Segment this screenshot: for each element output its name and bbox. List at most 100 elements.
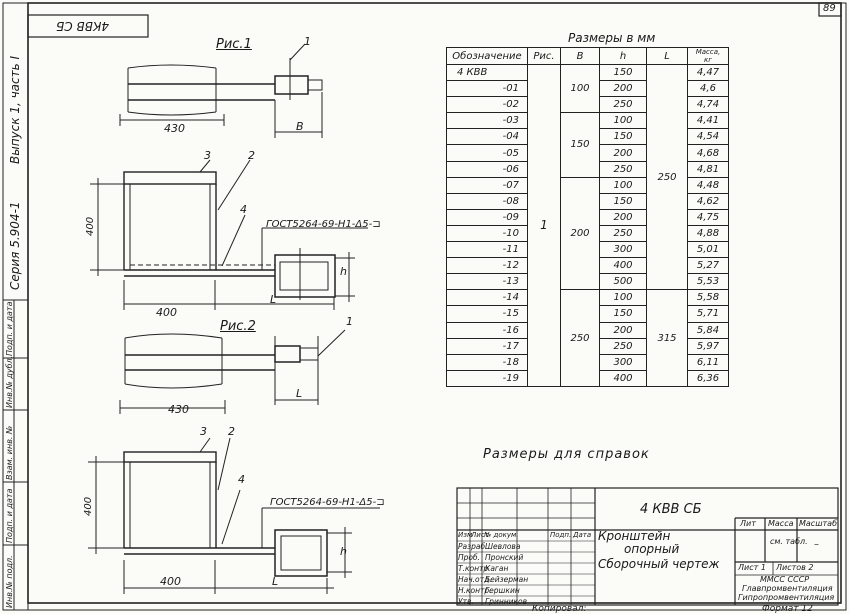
dim-430-fig2: 430	[168, 403, 189, 416]
cell-mass: 5,27	[687, 257, 729, 275]
cell-mass: 4,6	[687, 80, 729, 98]
side-field-2: Инв.№ дубл.	[5, 355, 14, 408]
cell-h: 400	[599, 257, 647, 275]
cell-code: -09	[446, 208, 528, 226]
cell-mass: 6,36	[687, 369, 729, 387]
tb-format: Формат 12	[762, 604, 813, 614]
cell-code: 4 КВВ	[446, 63, 528, 82]
cell-mass: 6,11	[687, 353, 729, 371]
fig1-drawing	[90, 43, 368, 310]
cell-h: 250	[599, 224, 647, 243]
header-mass: Масса, кг	[687, 47, 729, 65]
header-h: h	[599, 47, 647, 65]
cell-mass: 4,81	[687, 160, 729, 178]
cell-h: 250	[599, 160, 647, 178]
tb-org-2: Главпромвентиляция	[742, 584, 833, 593]
cell-h: 250	[599, 337, 647, 355]
cell-code: -19	[446, 369, 528, 387]
cell-h: 200	[599, 80, 647, 98]
callout-3-fig2: 3	[200, 425, 207, 438]
tb-name-2: опорный	[624, 542, 680, 556]
cell-code: -10	[446, 224, 528, 243]
gost-note-fig2: ГОСТ5264-69-Н1-Δ5-⊐	[270, 497, 385, 508]
header-designation: Обозначение	[446, 47, 528, 65]
sheet-number: 89	[823, 3, 836, 14]
cell-b: 200	[560, 176, 600, 291]
tb-sheets: Листов 2	[776, 563, 814, 572]
tb-col-izm: Изм	[458, 531, 473, 539]
tb-org-1: ММСС СССР	[760, 575, 810, 584]
cell-h: 100	[599, 176, 647, 194]
dim-400h-fig1: 400	[156, 306, 177, 319]
upside-stamp: 4КВВ СБ	[56, 19, 110, 33]
issue-label: Выпуск 1, часть I	[8, 55, 22, 164]
cell-code: -06	[446, 160, 528, 178]
cell-mass: 4,75	[687, 208, 729, 226]
cell-mass: 4,41	[687, 112, 729, 130]
callout-1-fig2: 1	[346, 315, 353, 328]
tb-mass-value: см. табл.	[770, 537, 808, 546]
tb-doc-type: Сборочный чертеж	[598, 557, 720, 571]
table-header-row: Обозначение Рис. B h L Масса, кг	[446, 47, 729, 65]
cell-l: 315	[646, 289, 688, 387]
tb-scale: Масштаб	[799, 519, 838, 528]
cell-mass: 4,62	[687, 192, 729, 210]
cell-b: 250	[560, 289, 600, 387]
table-row: -06 250 4,81	[446, 160, 729, 178]
cell-fig: 1	[527, 64, 561, 387]
tb-role: Утв.	[458, 597, 474, 606]
cell-h: 400	[599, 369, 647, 387]
cell-code: -05	[446, 144, 528, 162]
cell-h: 250	[599, 96, 647, 114]
tb-org-3: Гипропромвентиляция	[738, 593, 835, 602]
tb-name-1: Кронштейн	[598, 529, 671, 543]
tb-mass: Масса	[768, 519, 794, 528]
cell-mass: 4,48	[687, 176, 729, 194]
tb-col-date: Дата	[573, 531, 592, 539]
cell-mass: 4,47	[687, 63, 729, 82]
tb-person: Каган	[485, 564, 509, 573]
side-field-5: Инв.№ подл.	[5, 555, 14, 608]
dim-l-fig2a: L	[296, 387, 303, 400]
cell-code: -11	[446, 241, 528, 259]
cell-h: 150	[599, 128, 647, 146]
cell-code: -17	[446, 337, 528, 355]
cell-h: 200	[599, 144, 647, 162]
cell-code: -12	[446, 257, 528, 275]
cell-h: 150	[599, 63, 647, 82]
tb-person: Шевлова	[485, 542, 521, 551]
fig1-title: Рис.1	[216, 37, 252, 52]
dim-400v-fig2: 400	[83, 496, 94, 516]
cell-mass: 5,58	[687, 289, 729, 307]
cell-h: 300	[599, 241, 647, 259]
dim-l-fig1: L	[270, 293, 277, 306]
cell-code: -16	[446, 321, 528, 339]
callout-4-fig2: 4	[238, 473, 245, 486]
cell-code: -13	[446, 273, 528, 291]
sheet-number-box	[818, 2, 842, 17]
tb-role: Проб.	[458, 553, 480, 562]
tb-person: Пронский	[485, 553, 524, 562]
tb-lit: Лит	[740, 519, 756, 528]
tb-person: Гершкин	[485, 586, 520, 595]
cell-code: -08	[446, 192, 528, 210]
dim-h-fig2: h	[340, 545, 347, 558]
dim-h-fig1: h	[340, 265, 347, 278]
cell-code: -02	[446, 96, 528, 114]
callout-2-fig2: 2	[228, 425, 235, 438]
table-row: -19 400 6,36	[446, 369, 729, 387]
tb-col-sign: Подп.	[550, 531, 572, 539]
callout-4-fig1: 4	[240, 203, 247, 216]
cell-mass: 5,71	[687, 305, 729, 323]
fig2-drawing	[88, 329, 380, 594]
cell-h: 500	[599, 273, 647, 291]
side-field-4: Подп. и дата	[5, 488, 14, 544]
cell-mass: 5,53	[687, 273, 729, 291]
series-label: Серия 5.904-1	[8, 201, 22, 290]
tb-col-doc: № докум.	[484, 531, 519, 539]
